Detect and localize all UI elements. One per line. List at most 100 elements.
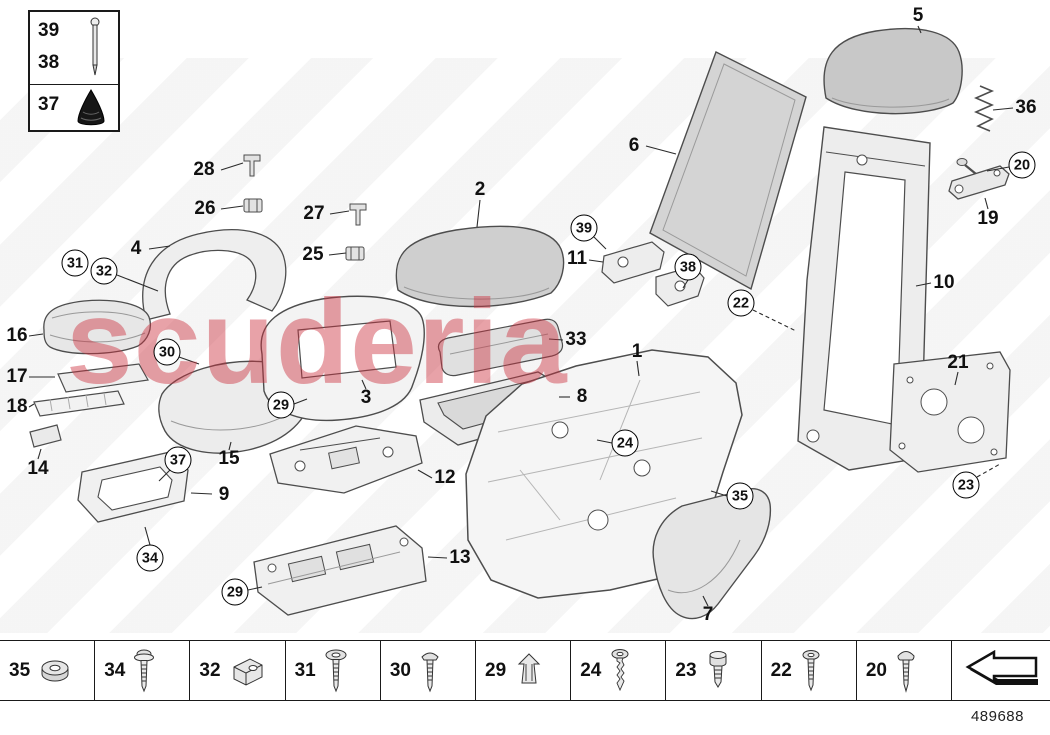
fastener-label: 34 [104,659,126,681]
fastener-cell-32: 32 [190,641,286,700]
part-7-side-trim [652,488,772,620]
fastener-label: 29 [485,659,507,681]
callout-28: 28 [193,159,215,180]
locking-pin-icon [90,17,100,76]
fastener-cell-35: 35 [0,641,96,700]
callout-circled-30: 30 [153,338,181,366]
part-2-armrest-lid [395,225,565,308]
fastener-label: 32 [199,659,221,681]
part-18-trim-strip [33,390,125,417]
callout-15: 15 [218,448,240,469]
fastener-cell-34: 34 [95,641,191,700]
callout-14: 14 [27,458,49,479]
page-continuation-arrow-icon [962,649,1040,692]
part-25-clip [345,246,365,261]
part-14-cover-strip [29,424,62,448]
callout-circled-39: 39 [570,214,598,242]
part-16-armrest-pad [43,299,152,355]
fastener-cell-30: 30 [381,641,477,700]
page-continuation-cell [952,641,1050,700]
part-26-clip [243,198,263,213]
part-13-control-module [253,525,427,616]
part-3-trim-frame-lower [260,295,425,422]
document-number: 489688 [970,708,1024,725]
pan-head-screw-icon [419,648,441,694]
callout-19: 19 [977,208,999,229]
callout-circled-37: 37 [164,446,192,474]
callout-circled-32: 32 [90,257,118,285]
legend-divider [30,84,118,85]
callout-11: 11 [566,248,588,269]
callout-6: 6 [628,135,640,156]
torx-screw-icon [324,648,348,694]
fastener-cell-29: 29 [476,641,572,700]
watermark-text: scuderia [66,275,568,409]
callout-2: 2 [474,179,486,200]
legend-item-37: 37 [38,94,60,115]
fastener-label: 22 [770,659,792,681]
callout-18: 18 [6,396,28,417]
legend-box: 39 38 37 [28,10,120,132]
fastener-label: 23 [675,659,697,681]
part-20-screw [956,158,977,175]
oval-head-screw-icon [895,648,917,694]
callout-26: 26 [194,198,216,219]
clip-nut-icon [229,652,267,690]
callout-3: 3 [360,387,372,408]
fastener-label: 31 [294,659,316,681]
fastener-cell-24: 24 [571,641,667,700]
fastener-cell-20: 20 [857,641,953,700]
part-5-armrest-cushion [823,27,963,115]
callout-5: 5 [912,5,924,26]
flange-nut-icon [38,654,72,688]
fillister-head-screw-icon [800,648,822,694]
callout-21: 21 [947,352,969,373]
callout-circled-20: 20 [1008,151,1036,179]
callout-circled-23: 23 [952,471,980,499]
expansion-clip-icon [514,651,544,691]
part-4-trim-frame [142,229,287,321]
callout-9: 9 [218,484,230,505]
callout-33: 33 [565,329,587,350]
callout-circled-35: 35 [726,482,754,510]
callout-circled-22: 22 [727,289,755,317]
part-28-pin [243,154,261,177]
torx-bolt-icon [705,650,731,692]
callout-25: 25 [302,244,324,265]
part-19-handle [948,165,1010,200]
fastener-label: 30 [389,659,411,681]
callout-circled-31: 31 [61,249,89,277]
fastener-label: 20 [865,659,887,681]
part-6-rear-panel [649,51,807,291]
part-33-inlay-mat [437,318,564,377]
fastener-cell-23: 23 [666,641,762,700]
callout-12: 12 [434,467,456,488]
callout-circled-24: 24 [611,429,639,457]
legend-item-38: 38 [38,52,60,73]
part-27-pin [349,203,367,226]
fastener-cell-31: 31 [286,641,381,700]
part-21-side-bracket [889,351,1011,473]
part-12-mechanism-bracket [269,425,423,494]
callout-4: 4 [130,238,142,259]
legend-item-39: 39 [38,20,60,41]
callout-1: 1 [631,341,643,362]
callout-13: 13 [449,547,471,568]
callout-circled-34: 34 [136,544,164,572]
self-tapping-screw-icon [609,648,631,694]
callout-16: 16 [6,325,28,346]
leader-lines [28,25,1014,607]
part-9-bracket-frame [77,451,189,523]
callout-circled-38: 38 [674,253,702,281]
part-17-pad [57,363,149,393]
fastener-strip: 35 34 32 [0,640,1050,701]
callout-27: 27 [303,203,325,224]
callout-circled-29: 29 [267,391,295,419]
washer-screw-icon [133,648,155,694]
fastener-label: 24 [580,659,602,681]
fastener-label: 35 [9,659,31,681]
callout-36: 36 [1015,97,1037,118]
callout-8: 8 [576,386,588,407]
